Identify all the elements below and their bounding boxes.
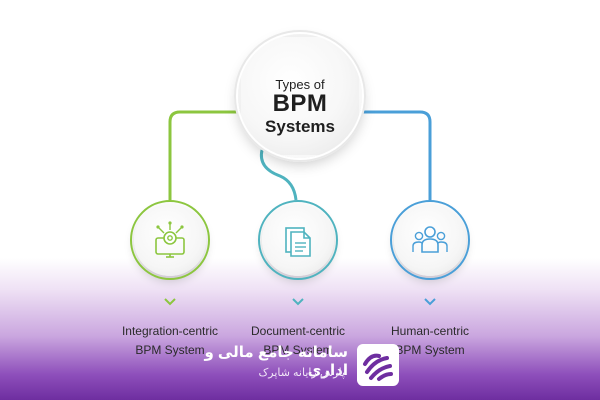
center-title-line1: Types of xyxy=(275,77,325,92)
center-title-line3: Systems xyxy=(265,117,335,136)
node-human-label-line1: Human-centric xyxy=(390,324,470,338)
node-human xyxy=(390,200,470,280)
node-human-label-line2: BPM System xyxy=(395,343,465,357)
people-group-icon xyxy=(412,226,448,253)
brand-logo xyxy=(357,344,399,386)
sparkle-logo-icon xyxy=(363,353,393,381)
center-title-line2: BPM xyxy=(272,90,328,117)
node-integration xyxy=(130,200,210,280)
node-integration-label-line2: BPM System xyxy=(135,343,205,357)
node-integration-label: Integration-centric BPM System xyxy=(105,322,235,360)
connector-integration xyxy=(168,110,240,200)
chevron-down-icon xyxy=(292,298,304,306)
gear-monitor-icon xyxy=(155,221,185,258)
node-document-ring xyxy=(258,200,338,280)
brand-subtitle: پارس رایانه شاپرک xyxy=(258,367,345,379)
node-document xyxy=(258,200,338,280)
node-document-label-line2: BPM System xyxy=(263,343,333,357)
brand-title: سامانه جامع مالی و اداری xyxy=(204,344,348,379)
node-human-ring xyxy=(390,200,470,280)
node-integration-label-line1: Integration-centric xyxy=(121,324,219,338)
node-human-label: Human-centric BPM System xyxy=(365,322,495,360)
node-document-label-line1: Document-centric xyxy=(250,324,346,338)
node-document-label: Document-centric BPM System xyxy=(233,322,363,360)
chevron-down-icon xyxy=(424,298,436,306)
documents-icon xyxy=(285,227,311,257)
center-title-circle: Types of BPM Systems xyxy=(234,30,366,162)
brand-gradient-band xyxy=(0,258,600,400)
connector-human xyxy=(360,110,432,200)
node-integration-ring xyxy=(130,200,210,280)
connector-document xyxy=(259,149,298,201)
chevron-down-icon xyxy=(164,298,176,306)
